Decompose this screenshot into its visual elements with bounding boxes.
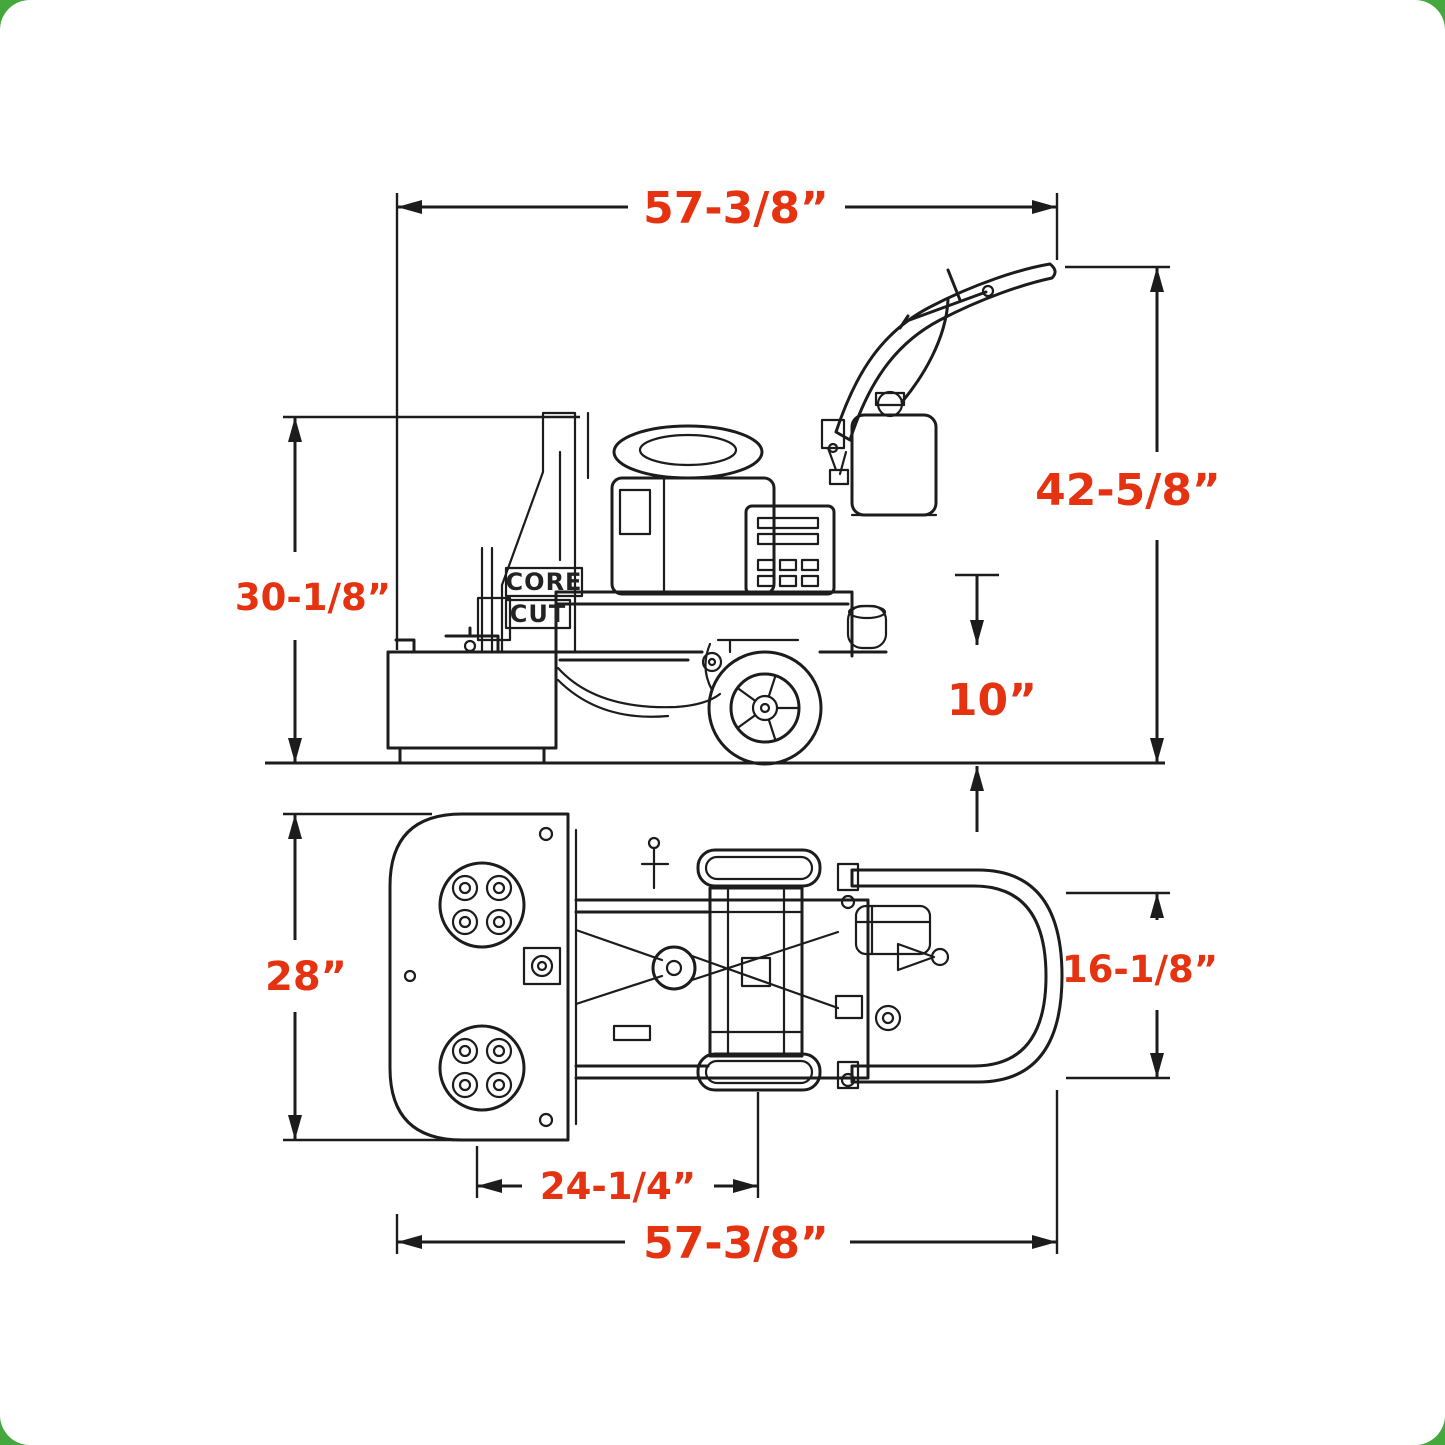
- dim-ground-clearance-label: 10”: [947, 675, 1037, 726]
- wheel-bracket-pin: [707, 657, 717, 667]
- frame-bolt-top: [840, 894, 856, 910]
- deck-bolt-bottom: [538, 1112, 554, 1128]
- side-left-box: [386, 626, 558, 764]
- side-handle-tube: [834, 262, 1057, 442]
- gas-tank-cap: [876, 390, 904, 418]
- logo-core: CORE: [506, 568, 583, 596]
- plan-wheel-top-tread: [704, 855, 814, 881]
- dim-overall-length-top-label: 57-3/8”: [643, 183, 829, 234]
- engine-block: [610, 476, 776, 596]
- belt-pulley: [651, 945, 697, 991]
- front-wheel-axle: [759, 702, 771, 714]
- engine-air-cleaner: [612, 424, 764, 480]
- dim-blade-spacing: 24-1/4”: [475, 1092, 760, 1208]
- front-wheel-tire: [707, 650, 823, 766]
- handle-mount: [820, 418, 850, 486]
- plan-disc-front: [438, 861, 526, 949]
- linkage-pin: [536, 960, 548, 972]
- plan-frame-rails: [574, 898, 870, 1080]
- engine-air-cleaner-inner: [638, 433, 738, 467]
- side-frame: [554, 590, 888, 662]
- plan-deck: [388, 812, 570, 1142]
- front-wheel-hub: [751, 694, 779, 722]
- dim-handle-width-label: 16-1/8”: [1062, 948, 1218, 991]
- engine-shroud: [744, 504, 836, 596]
- gas-tank: [850, 413, 938, 517]
- frame-bolt-bottom: [840, 1072, 856, 1088]
- dim-overall-length-top: 57-3/8”: [395, 183, 1059, 650]
- lever-pivot: [981, 284, 995, 298]
- side-box-bolt: [463, 639, 477, 653]
- belt-pulley-hub: [665, 959, 683, 977]
- logo-box-top: [504, 566, 584, 598]
- plan-disc-front-bolts: [451, 874, 513, 936]
- plan-linkage: [522, 928, 840, 1042]
- dim-blade-spacing-label: 24-1/4”: [540, 1165, 696, 1208]
- plan-filter-cap-inner: [881, 1011, 895, 1025]
- handlebar-clamp-top: [836, 862, 860, 892]
- plan-disc-rear: [438, 1024, 526, 1112]
- plan-muffler: [854, 904, 932, 956]
- dim-deck-width: 28”: [265, 812, 478, 1142]
- underbody-curves: [556, 666, 722, 718]
- dim-handle-width: 16-1/8”: [1062, 891, 1218, 1080]
- plan-wheel-top: [696, 848, 822, 888]
- dim-body-height: 30-1/8”: [235, 415, 580, 763]
- plan-disc-rear-bolts: [451, 1037, 513, 1099]
- plan-view-drawing: [388, 812, 1064, 1142]
- plan-engine-details: [834, 904, 936, 1020]
- plan-axle-block: [708, 886, 804, 1058]
- plan-filter-cap: [874, 1004, 902, 1032]
- logo-box-bottom: [504, 598, 572, 630]
- front-wheel-spokes: [736, 674, 801, 742]
- throttle-knob: [930, 947, 950, 967]
- dim-deck-width-label: 28”: [265, 954, 347, 1000]
- plan-lever-knob: [647, 836, 661, 850]
- wheel-bracket-pivot: [701, 651, 723, 673]
- logo-cut: CUT: [510, 600, 566, 628]
- handlebar-clamp-bottom: [836, 1060, 860, 1090]
- deck-bolt-top: [538, 826, 554, 842]
- dim-ground-clearance: 10”: [947, 573, 1037, 832]
- linkage-pivot: [530, 954, 554, 978]
- gas-tank-cap-base: [850, 391, 938, 517]
- plan-lever: [640, 846, 670, 890]
- engine-details: [618, 476, 820, 596]
- plan-handlebar: [850, 868, 1064, 1084]
- handle-mount-bolt: [827, 442, 839, 454]
- dim-overall-height: 42-5/8”: [1035, 265, 1221, 763]
- plan-axle-details: [708, 886, 804, 1058]
- rear-roller-top: [847, 604, 887, 620]
- dim-overall-length-bottom: 57-3/8”: [395, 1090, 1059, 1269]
- dim-body-height-label: 30-1/8”: [235, 576, 391, 619]
- dim-overall-height-label: 42-5/8”: [1035, 465, 1221, 516]
- rear-roller: [846, 604, 888, 650]
- plan-wheel-bottom-tread: [704, 1059, 814, 1085]
- plan-wheel-bottom: [696, 1052, 822, 1092]
- side-guard-mast: [476, 411, 590, 654]
- deck-bolt-left: [403, 969, 417, 983]
- side-view-drawing: CORE CUT: [265, 262, 1165, 766]
- side-handle-lever: [898, 268, 988, 404]
- dim-overall-length-bottom-label: 57-3/8”: [643, 1218, 829, 1269]
